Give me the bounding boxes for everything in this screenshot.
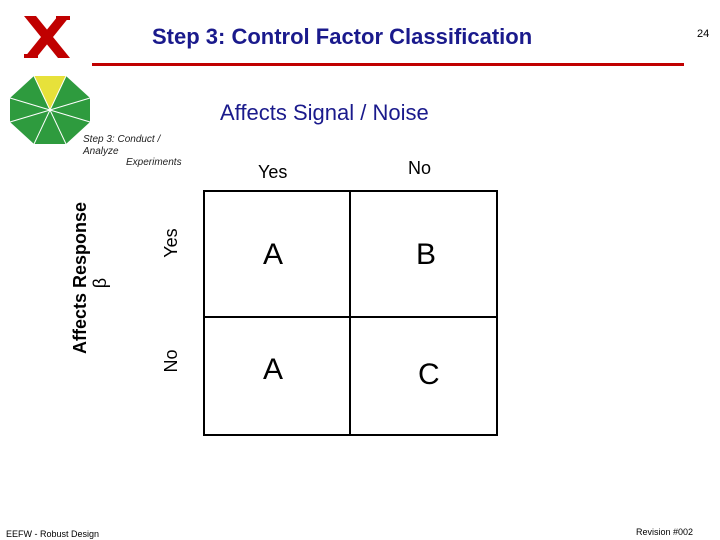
step-label: Step 3: Conduct / Analyze: [83, 134, 161, 157]
cell-yes-yes: A: [263, 238, 284, 271]
title-divider: [92, 63, 684, 66]
column-header-yes: Yes: [258, 162, 288, 182]
page-number: 24: [697, 28, 710, 40]
cell-no-no: C: [418, 358, 440, 391]
footer-revision: Revision #002: [636, 527, 694, 537]
process-wheel-icon: [9, 75, 91, 145]
classification-grid: [203, 190, 498, 436]
xerox-x-logo: [24, 16, 70, 58]
column-header-no: No: [408, 158, 432, 178]
affects-response-heading: Affects Response β: [70, 201, 112, 354]
slide-title: Step 3: Control Factor Classification: [152, 24, 533, 49]
row-header-no: No: [161, 349, 181, 373]
signal-noise-heading: Affects Signal / Noise: [220, 100, 429, 125]
affects-response-label: Affects Response: [70, 201, 90, 354]
cell-yes-no: B: [416, 238, 437, 271]
cell-no-yes: A: [263, 353, 284, 386]
step-sublabel: Experiments: [126, 157, 182, 168]
footer-course: EEFW - Robust Design: [6, 529, 100, 539]
beta-symbol: β: [90, 277, 110, 289]
row-header-yes: Yes: [161, 228, 181, 258]
